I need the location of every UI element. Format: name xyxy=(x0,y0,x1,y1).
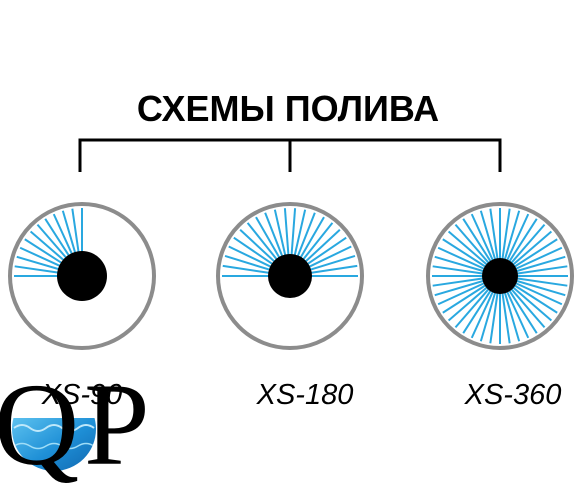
spray-ray xyxy=(479,291,497,342)
spray-ray xyxy=(515,279,566,297)
spray-ray xyxy=(44,218,71,258)
spray-ray xyxy=(511,285,553,322)
spray-ray xyxy=(233,236,275,266)
spray-ray xyxy=(511,230,553,267)
spray-ray xyxy=(514,281,563,306)
spray-ray xyxy=(303,229,341,264)
spray-ray xyxy=(442,238,488,269)
spray-ray xyxy=(503,291,521,342)
nozzle-hub xyxy=(482,258,518,294)
spray-ray xyxy=(489,291,499,344)
spray-ray xyxy=(515,277,568,287)
spray-ray xyxy=(515,255,566,273)
spray-ray xyxy=(301,222,334,261)
spray-ray xyxy=(454,223,491,265)
spray-ray xyxy=(447,230,489,267)
spray-ray xyxy=(305,236,347,266)
spray-ray xyxy=(515,265,568,275)
spray-ray xyxy=(228,245,273,269)
spray-ray xyxy=(505,290,530,339)
spray-ray xyxy=(222,264,271,275)
spray-ray xyxy=(293,209,307,257)
spray-ray xyxy=(447,285,489,322)
pattern-xs-90 xyxy=(8,202,156,350)
spray-ray xyxy=(512,283,558,314)
spray-ray xyxy=(507,288,538,334)
spray-ray xyxy=(434,255,485,273)
spray-ray xyxy=(462,218,493,264)
spray-ray xyxy=(442,283,488,314)
spray-ray xyxy=(71,208,80,254)
spray-ray xyxy=(264,212,284,258)
spray-ray xyxy=(309,264,358,275)
spray-ray xyxy=(509,223,546,265)
logo-letter-q: Q xyxy=(0,359,79,489)
spray-ray xyxy=(29,230,66,262)
spray-ray xyxy=(246,222,279,261)
nozzle-hub xyxy=(268,254,312,298)
spray-ray xyxy=(434,279,485,297)
spray-ray xyxy=(501,208,511,261)
spray-ray xyxy=(52,213,74,256)
spray-ray xyxy=(224,255,272,272)
pattern-label-xs-90: XS-90 xyxy=(41,379,123,411)
spray-ray xyxy=(255,216,281,260)
logo: Q P xyxy=(0,359,150,489)
bracket xyxy=(78,138,502,172)
spray-ray xyxy=(36,223,68,260)
logo-letter-p: P xyxy=(84,359,150,489)
spray-ray xyxy=(273,209,287,257)
spray-ray xyxy=(470,213,495,262)
diagram-title: СХЕМЫ ПОЛИВА xyxy=(137,88,439,129)
spray-ray xyxy=(61,210,77,255)
spray-ray xyxy=(470,290,495,339)
spray-ray xyxy=(283,208,290,257)
pattern-xs-180 xyxy=(216,202,364,350)
pattern-label-xs-180: XS-180 xyxy=(256,379,354,411)
spray-ray xyxy=(16,255,61,271)
spray-ray xyxy=(14,265,60,274)
spray-ray xyxy=(489,208,499,261)
pattern-xs-360 xyxy=(426,202,574,350)
spray-ray xyxy=(239,229,277,264)
spray-ray xyxy=(307,245,352,269)
spray-ray xyxy=(308,255,356,272)
spray-ray xyxy=(507,218,538,264)
spray-ray xyxy=(24,238,64,265)
spray-ray xyxy=(437,281,486,306)
spray-ray xyxy=(432,277,485,287)
spray-ray xyxy=(512,238,558,269)
spray-ray xyxy=(296,212,316,258)
spray-ray xyxy=(501,291,511,344)
pattern-label-xs-360: XS-360 xyxy=(464,379,562,411)
spray-ray xyxy=(462,288,493,334)
spray-ray xyxy=(479,210,497,261)
nozzle-hub xyxy=(57,251,107,301)
spray-ray xyxy=(432,265,485,275)
spray-ray xyxy=(299,216,325,260)
spray-ray xyxy=(454,287,491,329)
spray-ray xyxy=(505,213,530,262)
spray-ray xyxy=(290,208,297,257)
spray-ray xyxy=(503,210,521,261)
spray-ray xyxy=(514,246,563,271)
spray-ray xyxy=(509,287,546,329)
spray-ray xyxy=(437,246,486,271)
spray-ray xyxy=(19,246,62,268)
